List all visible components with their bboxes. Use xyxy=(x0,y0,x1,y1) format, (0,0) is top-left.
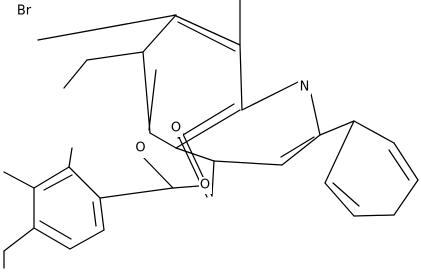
bond-21 xyxy=(393,142,419,181)
ketone-oxygen-atom-label: O xyxy=(135,141,145,156)
bond-46 xyxy=(68,147,73,168)
bond-inner-16 xyxy=(280,136,315,158)
bond-32 xyxy=(142,156,174,189)
bond-inner-26 xyxy=(332,182,360,207)
bond-35 xyxy=(33,166,70,189)
ring-nitrogen-atom-label: N xyxy=(300,80,310,95)
bond-inner-39 xyxy=(39,220,72,240)
bond-20 xyxy=(353,120,395,144)
bond-27 xyxy=(324,120,355,184)
bond-38 xyxy=(33,227,71,250)
bond-44 xyxy=(3,227,35,252)
bond-13 xyxy=(241,81,299,111)
bond-layer xyxy=(3,0,419,269)
bond-23 xyxy=(393,179,419,216)
bond-40 xyxy=(69,229,105,250)
bond-inner-8 xyxy=(148,69,157,131)
bond-inner-22 xyxy=(388,149,410,181)
bond-15 xyxy=(281,134,321,166)
bond-41 xyxy=(99,197,105,231)
bond-14 xyxy=(310,93,321,136)
bond-10 xyxy=(86,51,144,61)
bond-43 xyxy=(3,171,35,189)
bond-4 xyxy=(175,109,241,149)
bond-inner-36 xyxy=(43,174,73,191)
bond-28 xyxy=(211,160,215,197)
bond-3 xyxy=(239,44,243,111)
bond-1 xyxy=(173,14,241,46)
bond-inner-2 xyxy=(177,21,236,52)
ester-carbonyl-oxygen-atom-label: O xyxy=(171,121,181,136)
label-layer: Br N O O O xyxy=(11,3,311,194)
bond-19 xyxy=(319,120,355,136)
bond-inner-42 xyxy=(92,201,97,227)
bond-inner-5 xyxy=(177,103,235,139)
bond-24 xyxy=(353,214,395,217)
bond-11 xyxy=(63,59,88,89)
bond-0 xyxy=(37,14,177,41)
ester-oxygen-atom-label: O xyxy=(200,178,210,193)
bond-6 xyxy=(149,132,177,149)
bond-7 xyxy=(142,51,151,134)
bond-18 xyxy=(175,147,215,162)
bond-9 xyxy=(142,14,177,53)
bond-34 xyxy=(68,166,101,199)
bond-31 xyxy=(172,185,200,189)
bond-17 xyxy=(213,160,283,166)
bromine-atom-label: Br xyxy=(17,4,32,19)
bond-25 xyxy=(324,182,355,217)
bond-33 xyxy=(99,187,174,199)
